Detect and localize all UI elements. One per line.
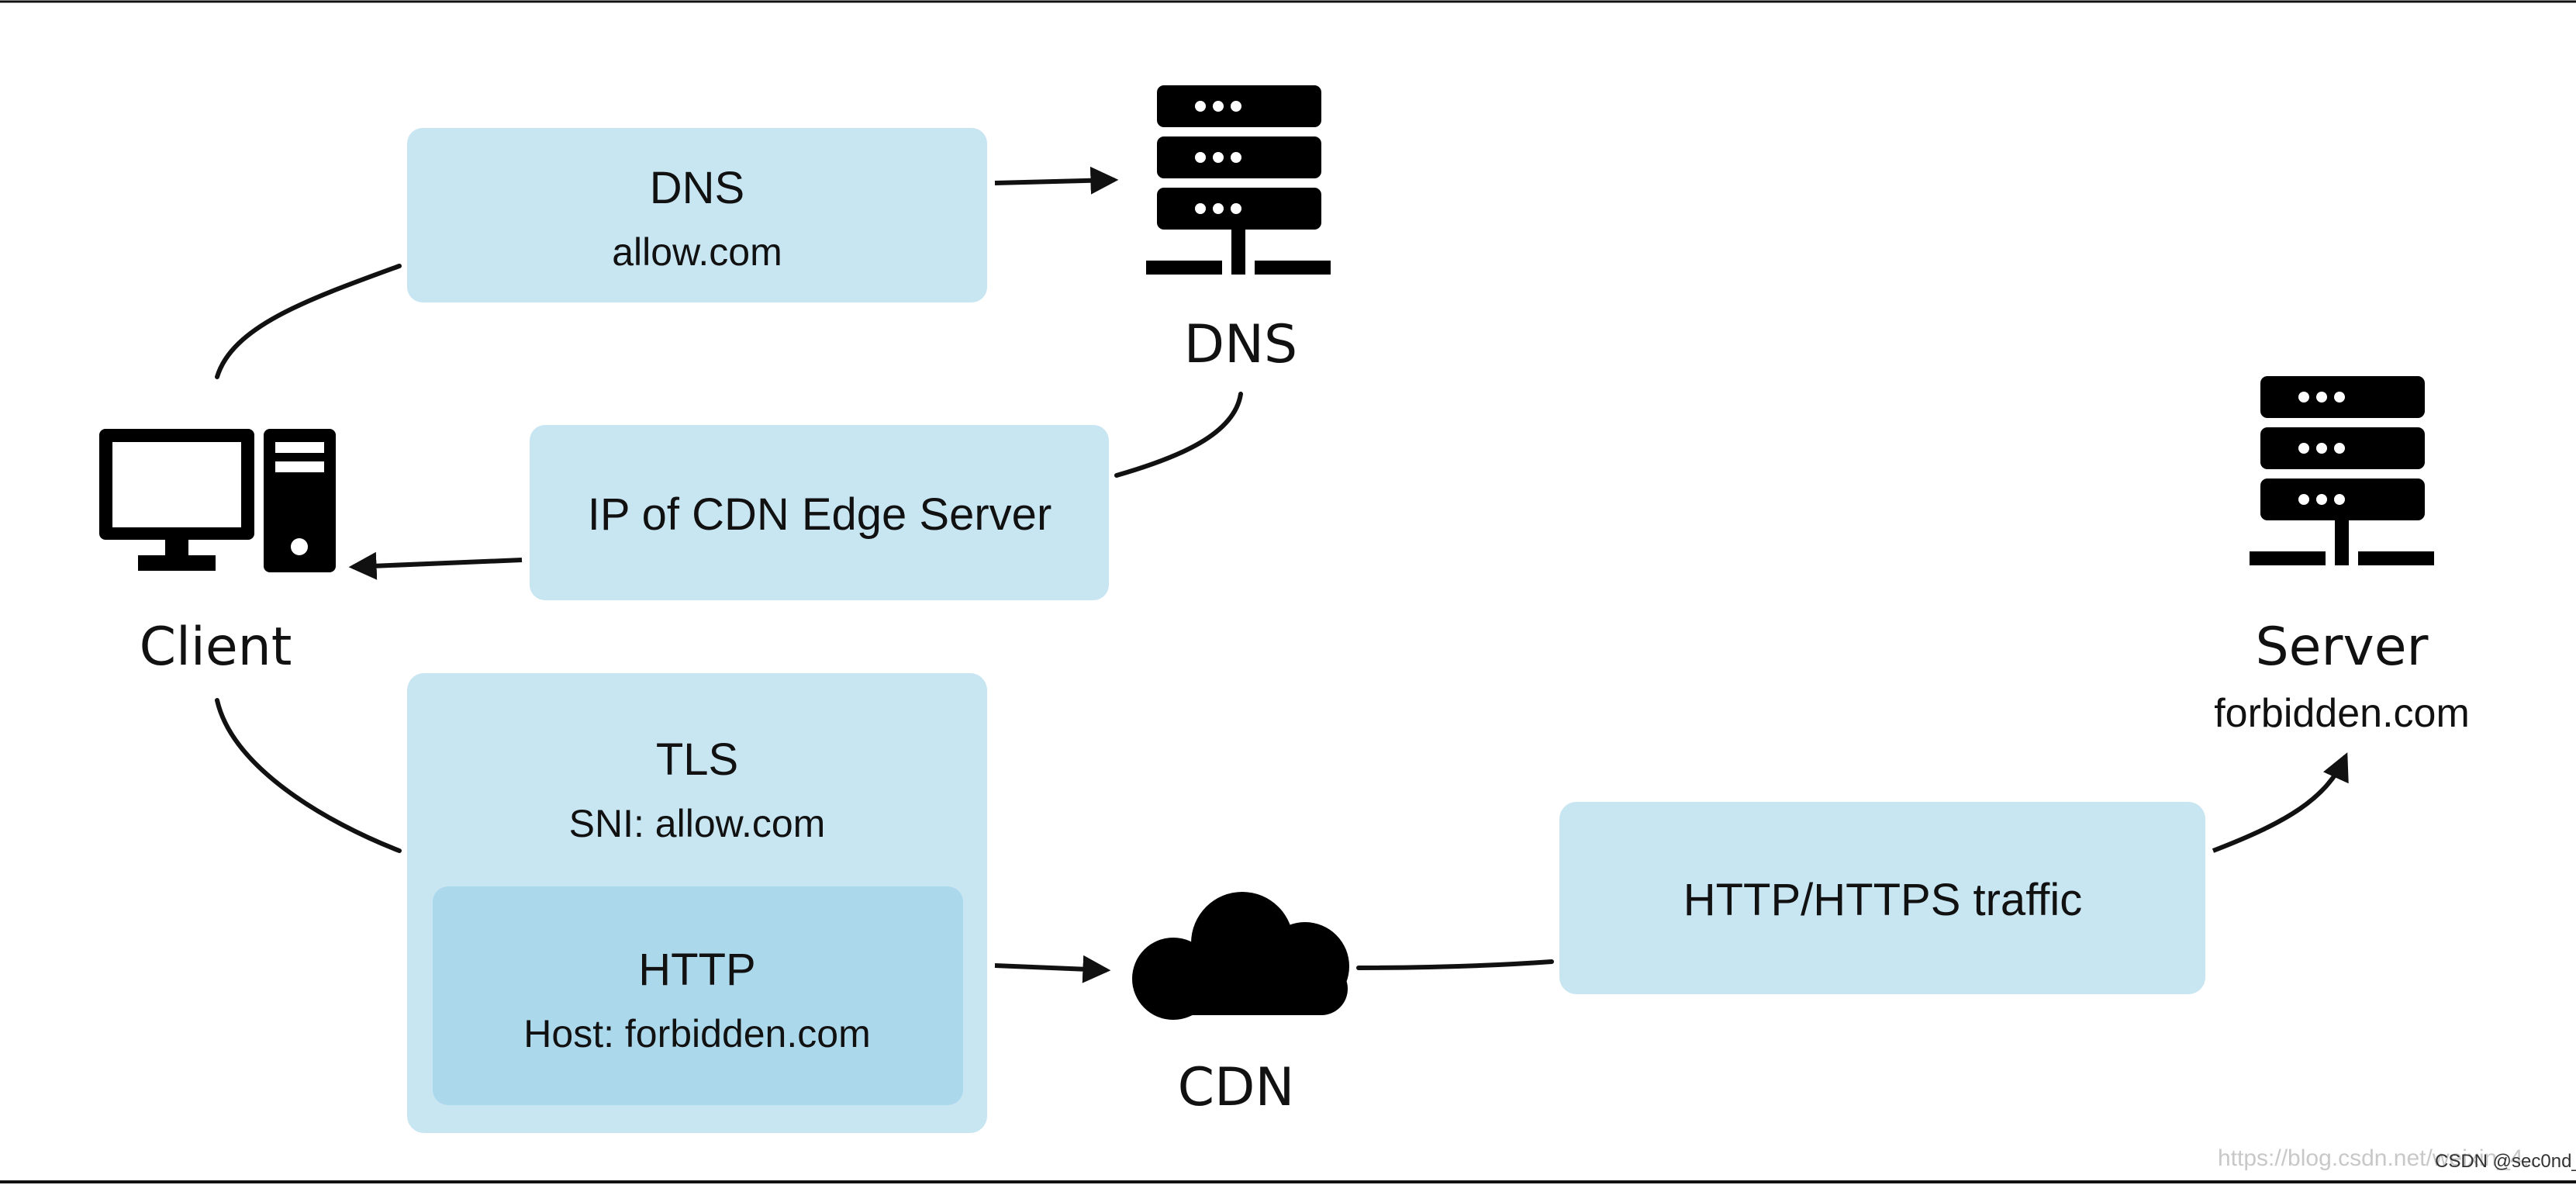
server-led	[2316, 392, 2327, 402]
arrow-answer-to-client	[348, 551, 523, 580]
server-led	[2334, 494, 2345, 505]
traffic-box: HTTP/HTTPS traffic	[1559, 802, 2205, 994]
tower-slot-2	[275, 461, 324, 472]
tower-power-button	[291, 538, 308, 555]
cloud-icon	[1132, 892, 1349, 1020]
server-rack-icon	[1146, 85, 1331, 275]
arrow-traffic-to-server	[2212, 752, 2349, 853]
http-title: HTTP	[638, 945, 755, 995]
connector-client-to-dns-query	[215, 264, 402, 379]
dns-query-box-bg	[407, 128, 987, 302]
server-rack-base-left	[2250, 551, 2326, 565]
dns-led	[1195, 101, 1206, 112]
server-rack-icon	[2250, 376, 2434, 565]
dns-led	[1195, 152, 1206, 163]
connector-dns-server-to-answer	[1114, 392, 1243, 478]
monitor-base	[138, 555, 216, 571]
dns-query-box: DNS allow.com	[407, 128, 987, 302]
server-led	[2298, 443, 2309, 454]
traffic-text: HTTP/HTTPS traffic	[1683, 875, 2083, 925]
connector-cdn-to-traffic	[1356, 959, 1554, 970]
server-led	[2316, 494, 2327, 505]
dns-rack-stem	[1231, 230, 1245, 261]
dns-query-title: DNS	[650, 163, 744, 213]
dns-led	[1231, 152, 1241, 163]
server-led	[2316, 443, 2327, 454]
dns-answer-box: IP of CDN Edge Server	[530, 425, 1109, 600]
server-led	[2298, 494, 2309, 505]
server-rack-base-right	[2358, 551, 2434, 565]
dns-led	[1231, 203, 1241, 214]
tls-title: TLS	[656, 734, 738, 785]
server-led	[2298, 392, 2309, 402]
server-domain: forbidden.com	[2214, 691, 2470, 736]
dns-led	[1213, 101, 1224, 112]
connector-client-to-tls	[215, 698, 402, 853]
http-inner-box: HTTP Host: forbidden.com	[433, 886, 963, 1105]
server-led	[2334, 392, 2345, 402]
tower-slot-1	[275, 442, 324, 453]
server-rack-stem	[2335, 520, 2349, 551]
dns-led	[1231, 101, 1241, 112]
client-label: Client	[140, 617, 292, 678]
dns-answer-box-bg	[530, 425, 1109, 600]
monitor-screen	[112, 442, 241, 527]
arrow-http-to-cdn	[994, 955, 1111, 983]
dns-led	[1213, 152, 1224, 163]
tls-sni: SNI: allow.com	[569, 802, 826, 845]
csdn-credit: CSDN @sec0nd_	[2435, 1151, 2576, 1172]
dns-rack-base-mid	[1231, 261, 1245, 275]
arrow-dns-query-to-dns-server	[994, 166, 1119, 195]
http-host: Host: forbidden.com	[523, 1012, 870, 1055]
cdn-label: CDN	[1178, 1057, 1295, 1118]
watermark-url: https://blog.csdn.net/weixin_4...	[2218, 1145, 2543, 1171]
dns-led	[1195, 203, 1206, 214]
tls-box: TLS SNI: allow.com HTTP Host: forbidden.…	[407, 673, 987, 1133]
traffic-box-bg	[1559, 802, 2205, 994]
server-label: Server	[2256, 617, 2429, 678]
dns-rack-base-left	[1146, 261, 1222, 275]
monitor-stand	[165, 540, 188, 555]
dns-answer-text: IP of CDN Edge Server	[588, 489, 1052, 540]
dns-rack-base-right	[1255, 261, 1331, 275]
http-inner-box-bg	[433, 886, 963, 1105]
server-rack-base-mid	[2335, 551, 2349, 565]
dns-led	[1213, 203, 1224, 214]
server-led	[2334, 443, 2345, 454]
dns-server-label: DNS	[1184, 314, 1297, 375]
desktop-computer-icon	[99, 429, 336, 572]
dns-query-domain: allow.com	[612, 230, 782, 274]
